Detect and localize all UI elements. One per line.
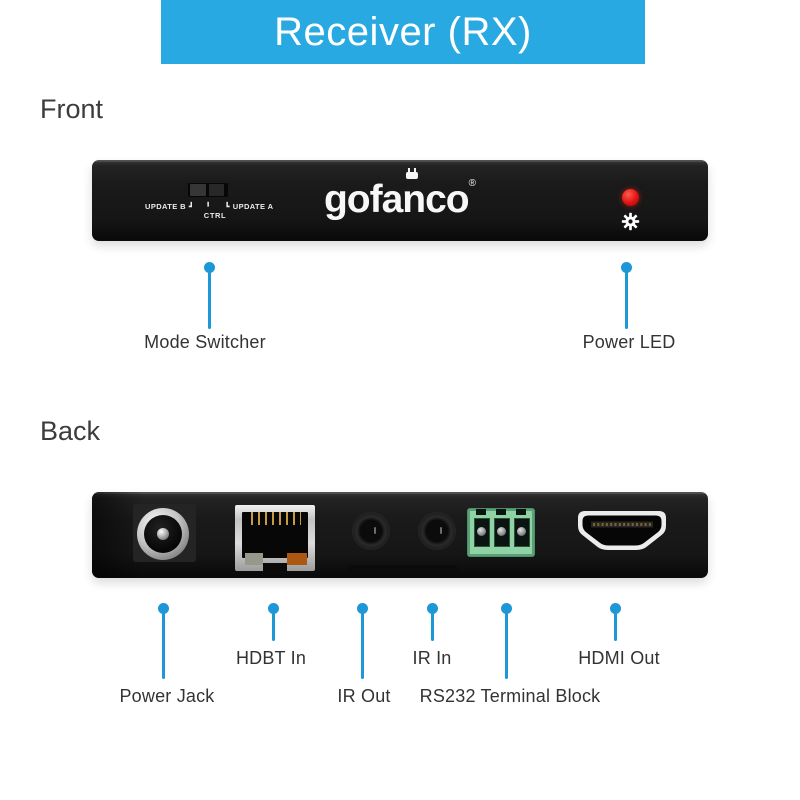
terminal-notch: [476, 509, 486, 515]
terminal-cell: [514, 518, 530, 547]
callout-dot: [158, 603, 169, 614]
switch-left-bracket: ┛: [188, 202, 194, 211]
terminal-screw: [517, 527, 526, 536]
callout-label: HDMI Out: [578, 648, 660, 668]
logo-plug-detail: [406, 168, 419, 179]
mode-switch-knob: [190, 184, 206, 196]
callout-line: [162, 613, 165, 679]
callout-line: [431, 613, 434, 641]
callout-label: Power LED: [582, 332, 676, 352]
back-section-label: Back: [40, 416, 101, 446]
update-b-label: UPDATE B: [145, 202, 186, 211]
callout-line: [614, 613, 617, 641]
callout-line: [361, 613, 364, 679]
power-jack-port: [133, 504, 196, 562]
callout-dot: [610, 603, 621, 614]
terminal-screw: [477, 527, 486, 536]
rj45-cavity: [242, 512, 308, 558]
mode-switch-knob: [209, 184, 224, 196]
callout-dot: [204, 262, 215, 273]
ir-in-jack: [419, 513, 455, 549]
banner-title: Receiver (RX): [274, 9, 532, 54]
switch-right-bracket: ┗: [224, 202, 230, 211]
callout-label: HDBT In: [235, 648, 307, 668]
callout-dot: [621, 262, 632, 273]
ir-out-jack: [353, 513, 389, 549]
rj45-clip-notch: [263, 563, 287, 571]
registered-mark: ®: [468, 178, 477, 189]
callout-label: RS232 Terminal Block: [419, 686, 601, 706]
bottom-groove: [348, 565, 458, 574]
callout-label: Mode Switcher: [144, 332, 266, 352]
callout-dot: [357, 603, 368, 614]
callout-line: [208, 272, 211, 329]
front-section-label: Front: [40, 94, 104, 124]
rj45-led-window-right: [287, 553, 307, 565]
hdmi-port: [578, 511, 666, 550]
rj45-led-window-left: [245, 553, 263, 565]
power-jack-ring: [137, 508, 189, 560]
terminal-cell: [494, 518, 510, 547]
callout-dot: [427, 603, 438, 614]
callout-dot: [501, 603, 512, 614]
rj45-pins: [251, 512, 301, 525]
callout-label: IR Out: [337, 686, 391, 706]
switch-center-tick: ╹: [205, 202, 211, 211]
callout-line: [625, 272, 628, 329]
gofanco-wordmark: gofanco: [323, 178, 470, 221]
jack-highlight: [440, 527, 442, 534]
terminal-cell: [474, 518, 490, 547]
terminal-screw: [497, 527, 506, 536]
ctrl-label: CTRL: [203, 211, 227, 220]
callout-line: [272, 613, 275, 641]
power-jack-hole: [144, 515, 182, 553]
power-led: [622, 189, 639, 206]
jack-highlight: [374, 527, 376, 534]
callout-line: [505, 613, 508, 679]
callout-label: Power Jack: [119, 686, 215, 706]
update-a-label: UPDATE A: [232, 202, 274, 211]
terminal-notch: [516, 509, 526, 515]
hdbt-rj45-port: [235, 505, 315, 571]
terminal-notch: [496, 509, 506, 515]
banner: Receiver (RX): [161, 0, 645, 64]
callout-label: IR In: [412, 648, 452, 668]
power-jack-pin: [157, 528, 169, 540]
gear-icon: [621, 212, 640, 231]
front-panel-image: UPDATE B ┛ ╹ ┗ UPDATE A CTRL gofanco®: [92, 160, 708, 241]
mode-switch: [188, 183, 228, 197]
rs232-terminal-block: [468, 509, 534, 556]
mode-switch-markings: UPDATE B ┛ ╹ ┗ UPDATE A: [145, 202, 273, 211]
gofanco-logo: gofanco®: [323, 168, 477, 222]
callout-dot: [268, 603, 279, 614]
back-panel-image: [92, 492, 708, 578]
